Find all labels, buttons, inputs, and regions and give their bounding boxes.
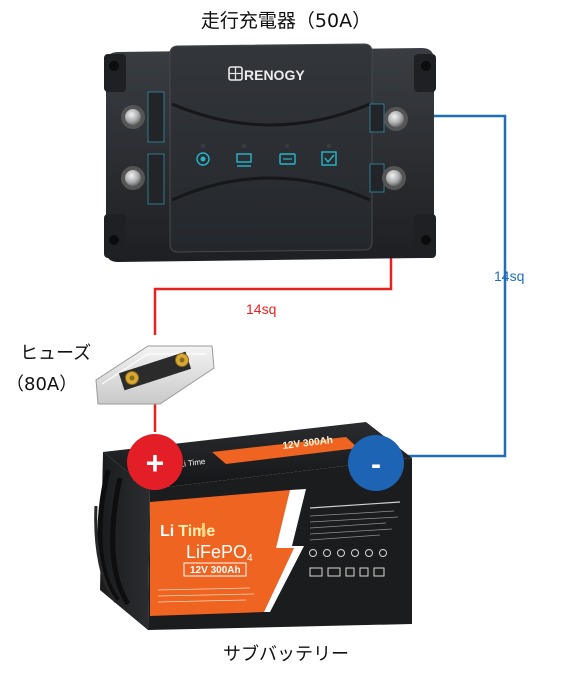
negative-wire-gauge-label: 14sq: [494, 268, 525, 284]
fuse-label: ヒューズ: [20, 343, 92, 364]
negative-wire: [402, 114, 507, 458]
charger-brand: RENOGY: [244, 67, 305, 83]
charger-title: 走行充電器（50A）: [200, 10, 372, 32]
battery-charge-icon: [279, 153, 296, 165]
positive-symbol: +: [146, 445, 165, 481]
battery-status-icon: [196, 152, 210, 166]
renogy-logo-icon: [228, 66, 243, 81]
battery-caption: サブバッテリー: [223, 644, 349, 665]
solar-input-icon: [236, 153, 252, 167]
certification-marks-icon: [309, 549, 387, 577]
battery-chemistry: LiFePO4: [186, 542, 253, 564]
dc-dc-charger: RENOGY: [104, 43, 436, 262]
battery-positive-terminal: [127, 434, 183, 490]
check-status-icon: [321, 151, 337, 166]
fuse-holder: [95, 345, 215, 405]
battery-spec: 12V 300Ah: [190, 565, 241, 576]
positive-wire-gauge-label: 14sq: [246, 301, 277, 317]
negative-symbol: -: [371, 448, 381, 481]
battery-negative-terminal: [348, 435, 404, 491]
battery-lid-brand: Li Time: [179, 457, 206, 469]
battery-spec-box: [183, 562, 247, 577]
fuse-rating-label: （80A）: [6, 374, 78, 395]
